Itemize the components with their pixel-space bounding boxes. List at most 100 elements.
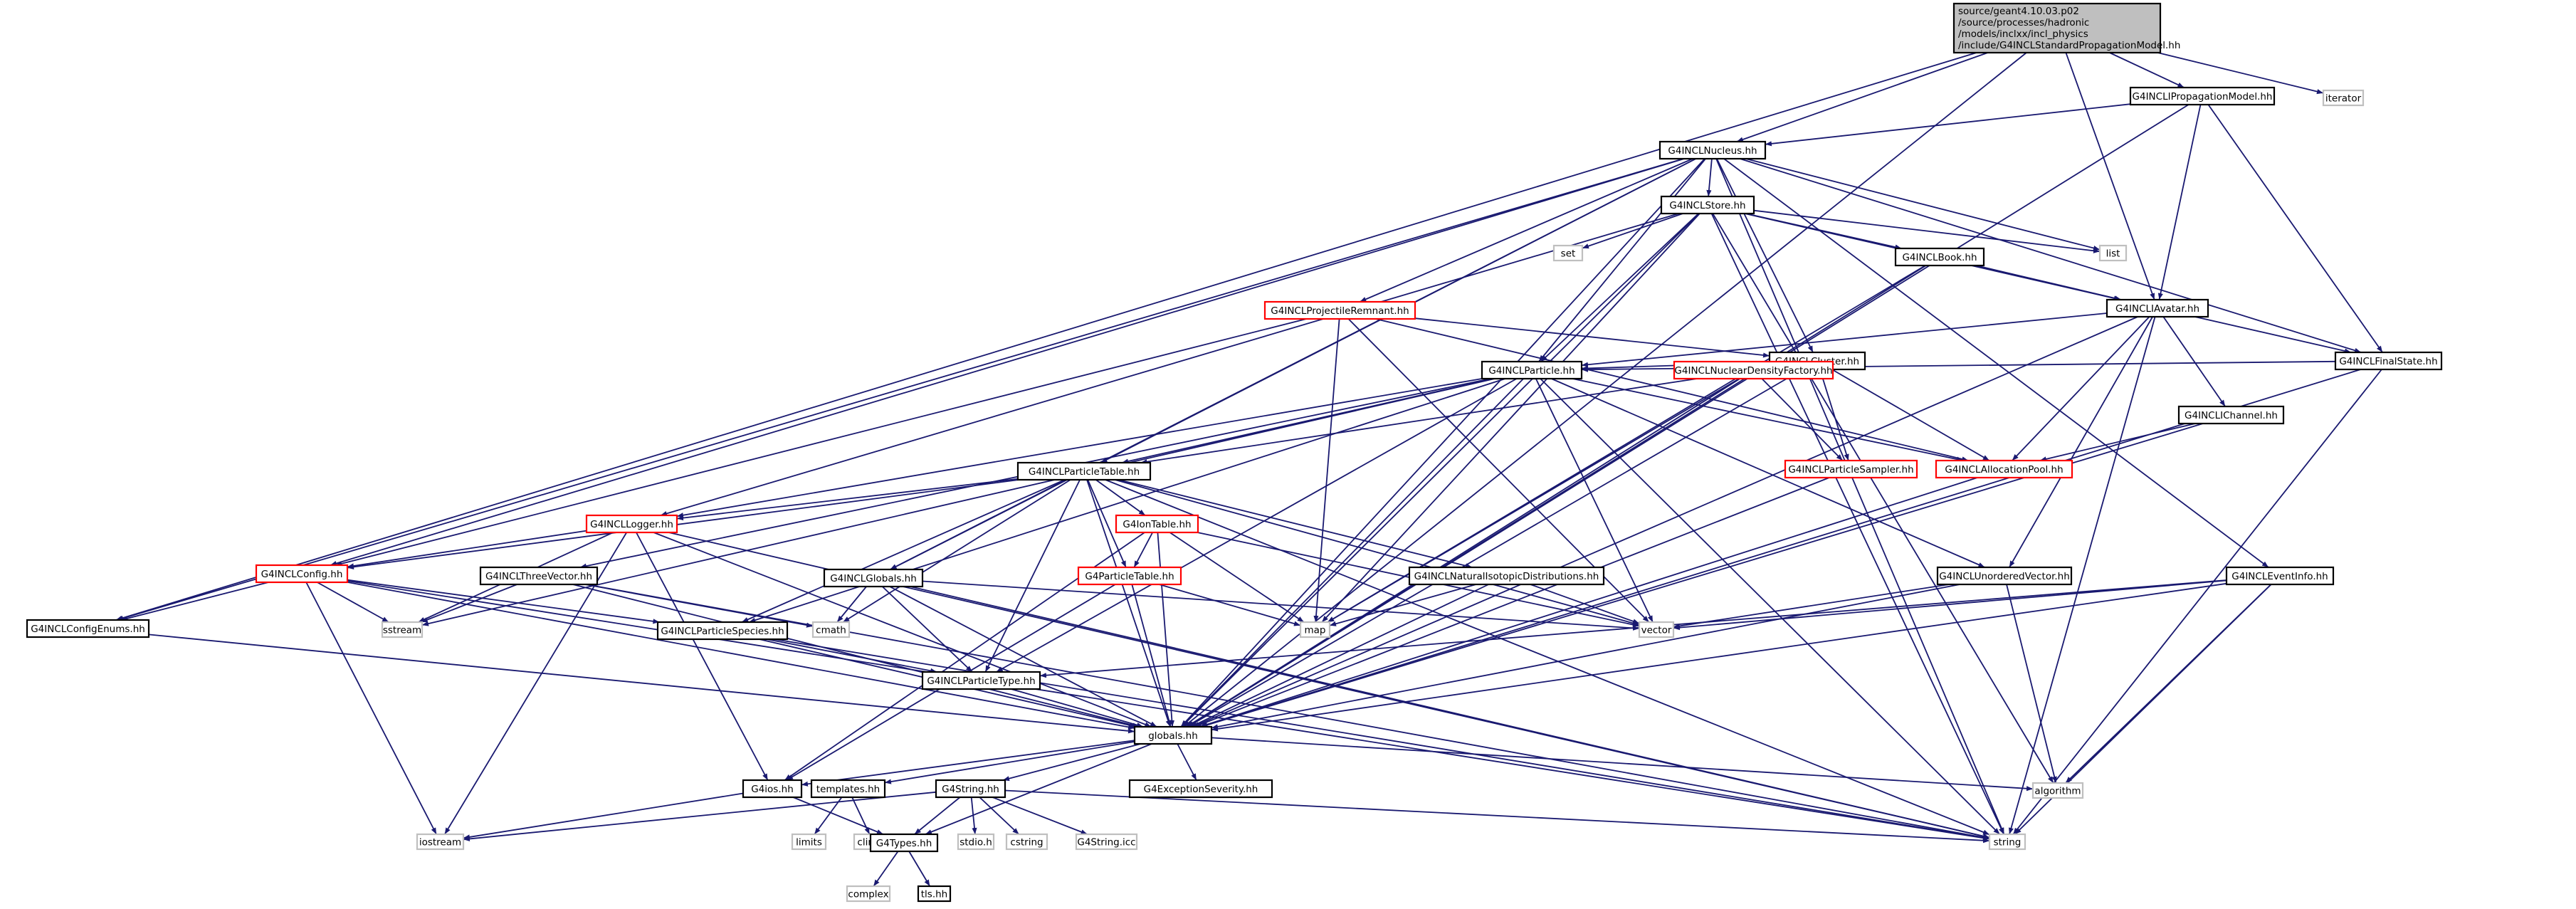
node-g4ptable[interactable]: G4ParticleTable.hh: [1077, 566, 1182, 586]
node-box-complex: [846, 885, 891, 903]
edge-ichannel-to-allocpool: [2039, 423, 2196, 462]
edge-avatar-to-globalshh: [1192, 316, 2138, 727]
edge-nucleus-to-eventinfo: [1723, 158, 2269, 568]
edge-nucleus-to-finalstate: [1740, 158, 2362, 353]
node-label-stdioh: stdio.h: [960, 837, 992, 848]
node-cstring: cstring: [1005, 833, 1048, 851]
node-label-avatar: G4INCLIAvatar.hh: [2115, 303, 2199, 315]
node-prop[interactable]: G4INCLIPropagationModel.hh: [2129, 86, 2276, 106]
edge-eventinfo-to-vector: [1673, 579, 2227, 631]
node-box-g4types: [869, 833, 939, 853]
node-logger[interactable]: G4INCLLogger.hh: [585, 514, 678, 534]
edge-globalshh-to-g4string: [1002, 743, 1141, 782]
edge-globals-to-ptype: [881, 586, 973, 673]
node-tlsh[interactable]: tls.hh: [917, 885, 952, 903]
node-pspecies[interactable]: G4INCLParticleSpecies.hh: [656, 621, 789, 641]
node-label-store: G4INCLStore.hh: [1669, 200, 1745, 211]
node-configenums[interactable]: G4INCLConfigEnums.hh: [26, 619, 150, 639]
edge-unordvec-to-globalshh: [1211, 584, 1960, 730]
node-allocpool[interactable]: G4INCLAllocationPool.hh: [1935, 459, 2073, 479]
node-nucdens[interactable]: G4INCLNuclearDensityFactory.hh: [1673, 360, 1834, 380]
node-nucleus[interactable]: G4INCLNucleus.hh: [1658, 140, 1767, 160]
node-label-unordvec: G4INCLUnorderedVector.hh: [1939, 571, 2070, 582]
edge-globalshh-to-algorithm: [1211, 737, 2034, 792]
edge-globalshh-to-templates: [884, 741, 1135, 784]
edge-store-to-logger: [660, 213, 1679, 516]
node-iontable[interactable]: G4IonTable.hh: [1115, 514, 1199, 534]
edge-root-to-globalshh: [1183, 52, 2027, 727]
edge-ptable-to-globalshh: [1086, 479, 1171, 727]
node-label-limits: limits: [796, 837, 822, 848]
node-config[interactable]: G4INCLConfig.hh: [255, 564, 349, 584]
edge-ptable-to-natiso: [1118, 479, 1473, 569]
edge-particle-to-ptype: [996, 378, 1518, 673]
edge-iontable-to-g4ptable: [1133, 532, 1153, 568]
node-box-config: [255, 564, 349, 584]
edge-finalstate-to-string: [2012, 369, 2382, 835]
node-g4string[interactable]: G4String.hh: [935, 779, 1006, 799]
node-natiso[interactable]: G4INCLNaturalIsotopicDistributions.hh: [1408, 566, 1605, 586]
node-projrem[interactable]: G4INCLProjectileRemnant.hh: [1263, 300, 1416, 320]
node-g4ios[interactable]: G4ios.hh: [742, 779, 803, 799]
edge-projrem-to-cluster: [1414, 317, 1770, 358]
edge-particle-to-sstream: [421, 378, 1495, 626]
edge-eventinfo-to-globalshh: [1211, 582, 2227, 732]
node-sstream: sstream: [381, 621, 424, 639]
node-limits: limits: [791, 833, 827, 851]
edge-nucdens-to-map: [1327, 378, 1740, 623]
edge-g4string-to-cstring: [979, 797, 1020, 835]
node-book[interactable]: G4INCLBook.hh: [1894, 247, 1985, 267]
node-label-iterator: iterator: [2325, 93, 2362, 105]
node-ptype[interactable]: G4INCLParticleType.hh: [921, 671, 1041, 690]
node-threevec[interactable]: G4INCLThreeVector.hh: [479, 566, 599, 586]
node-box-finalstate: [2334, 351, 2443, 371]
node-label-eventinfo: G4INCLEventInfo.hh: [2231, 571, 2328, 582]
node-ichannel[interactable]: G4INCLIChannel.hh: [2177, 405, 2285, 425]
edge-nucleus-to-store: [1706, 158, 1713, 197]
node-particle[interactable]: G4INCLParticle.hh: [1481, 360, 1583, 380]
edge-particle-to-unordvec: [1551, 378, 1985, 568]
edge-ptable-to-ptype: [984, 479, 1081, 673]
node-g4types[interactable]: G4Types.hh: [869, 833, 939, 853]
node-label-threevec: G4INCLThreeVector.hh: [485, 571, 592, 582]
node-box-psampler: [1784, 459, 1918, 479]
node-label-nucleus: G4INCLNucleus.hh: [1668, 145, 1757, 157]
node-unordvec[interactable]: G4INCLUnorderedVector.hh: [1936, 566, 2073, 586]
node-box-configenums: [26, 619, 150, 639]
node-eventinfo[interactable]: G4INCLEventInfo.hh: [2225, 566, 2335, 586]
edge-ptable-to-pspecies: [741, 479, 1066, 623]
node-root[interactable]: source/geant4.10.03.p02/source/processes…: [1952, 2, 2180, 54]
node-string: string: [1988, 833, 2026, 851]
node-label-cstring: cstring: [1010, 837, 1043, 848]
node-label-ptable: G4INCLParticleTable.hh: [1029, 466, 1140, 478]
edge-natiso-to-vector: [1530, 584, 1640, 624]
node-label-root: /include/G4INCLStandardPropagationModel.…: [1958, 40, 2180, 51]
node-globalshh[interactable]: globals.hh: [1133, 725, 1213, 745]
node-box-nucleus: [1658, 140, 1767, 160]
edge-unordvec-to-algorithm: [2006, 584, 2057, 784]
edge-particle-to-allocpool: [1572, 378, 1964, 462]
node-psampler[interactable]: G4INCLParticleSampler.hh: [1784, 459, 1918, 479]
edge-particle-to-string: [1540, 378, 2001, 835]
node-avatar[interactable]: G4INCLIAvatar.hh: [2106, 298, 2209, 318]
edge-cluster-to-globalshh: [1187, 369, 1803, 727]
node-box-store: [1660, 195, 1755, 215]
node-store[interactable]: G4INCLStore.hh: [1660, 195, 1755, 215]
node-ptable[interactable]: G4INCLParticleTable.hh: [1016, 461, 1152, 481]
node-box-allocpool: [1935, 459, 2073, 479]
node-exsev[interactable]: G4ExceptionSeverity.hh: [1128, 779, 1273, 799]
node-box-iontable: [1115, 514, 1199, 534]
edge-projrem-to-config: [335, 318, 1307, 567]
edge-ptable-to-globals: [890, 479, 1068, 570]
node-globals[interactable]: G4INCLGlobals.hh: [823, 568, 924, 588]
node-label-g4string: G4String.hh: [942, 784, 999, 795]
edge-avatar-to-finalstate: [2194, 316, 2352, 354]
node-finalstate[interactable]: G4INCLFinalState.hh: [2334, 351, 2443, 371]
node-templates[interactable]: templates.hh: [810, 779, 886, 799]
node-complex: complex: [846, 885, 891, 903]
node-box-iterator: [2322, 89, 2365, 107]
node-box-cstring: [1005, 833, 1048, 851]
edge-particle-to-vector: [1535, 378, 1654, 623]
node-box-ptable: [1016, 461, 1152, 481]
